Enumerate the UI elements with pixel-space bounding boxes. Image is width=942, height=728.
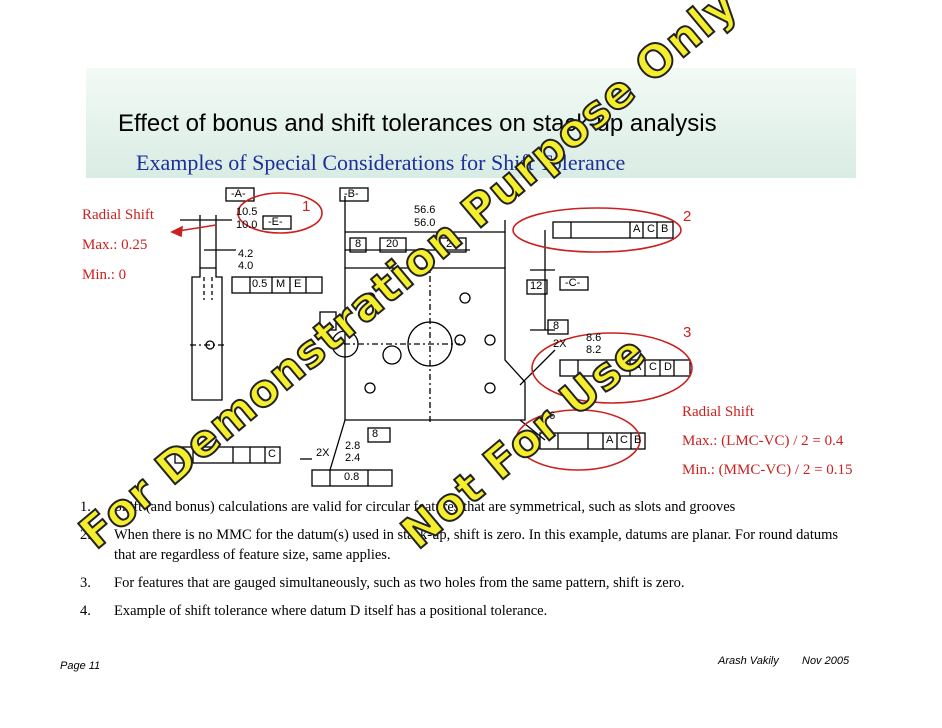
fcf3-datum-a: A — [634, 361, 642, 373]
datum-e-label: -E- — [268, 216, 283, 228]
fcf3-datum-d: D — [664, 361, 672, 373]
notes-list: 1. Shift (and bonus) calculations are va… — [80, 497, 840, 629]
dim-4-0: 4.0 — [238, 260, 254, 272]
datum-b-label: -B- — [344, 188, 359, 200]
note-number: 3. — [80, 575, 91, 591]
fcf-datum-e: E — [294, 278, 302, 290]
dim-10-5: 10.5 — [236, 206, 258, 218]
dim-8-right: 8 — [553, 320, 560, 332]
slide-title: Effect of bonus and shift tolerances on … — [118, 110, 717, 137]
dim-8-2: 8.2 — [586, 344, 602, 356]
note-number: 4. — [80, 603, 91, 619]
dim-20-b: 20 — [446, 238, 459, 250]
dim-2-8: 2.8 — [345, 440, 361, 452]
fcf2-datum-a: A — [633, 223, 641, 235]
dim-2-4: 2.4 — [345, 452, 361, 464]
footer-date: Nov 2005 — [802, 655, 850, 667]
fcf2-datum-c: C — [647, 223, 655, 235]
slide-subtitle: Examples of Special Considerations for S… — [136, 150, 626, 175]
fcf5-datum-c: C — [268, 448, 276, 460]
fcf4-datum-a: A — [606, 434, 614, 446]
datum-a-label: -A- — [231, 188, 246, 200]
footer-author: Arash Vakily — [718, 655, 779, 667]
fcf-modifier-m: M — [276, 278, 286, 290]
page-number: Page 11 — [60, 660, 101, 672]
right-callout-heading: Radial Shift — [682, 404, 755, 420]
dim-8-6: 8.6 — [586, 332, 602, 344]
dim-4-2: 4.2 — [238, 248, 254, 260]
dim-56-6: 56.6 — [414, 204, 436, 216]
marker-3: 3 — [683, 324, 692, 341]
note-text: Example of shift tolerance where datum D… — [114, 603, 548, 619]
note-text: For features that are gauged simultaneou… — [114, 575, 685, 591]
note-text: Shift (and bonus) calculations are valid… — [114, 499, 736, 515]
note-item: 2. When there is no MMC for the datum(s)… — [80, 525, 840, 565]
note-number: 1. — [80, 499, 91, 515]
dim-12: 12 — [530, 280, 543, 292]
marker-2: 2 — [683, 208, 692, 225]
fcf-tolerance-05: 0.5 — [252, 278, 268, 290]
left-callout-heading: Radial Shift — [82, 207, 155, 223]
dim-10-0: 10.0 — [236, 219, 258, 231]
note-text: When there is no MMC for the datum(s) us… — [114, 527, 839, 563]
left-callout-min: Min.: 0 — [82, 267, 127, 283]
note-number: 2. — [80, 527, 91, 543]
fcf6-tolerance-08: 0.8 — [344, 471, 360, 483]
note-item: 4. Example of shift tolerance where datu… — [80, 601, 840, 621]
datum-c-label: -C- — [565, 277, 581, 289]
title-banner — [86, 68, 856, 178]
marker-1: 1 — [302, 198, 311, 215]
dim-2x-right: 2X — [553, 338, 567, 350]
fcf2-datum-b: B — [661, 223, 669, 235]
right-callout-min: Min.: (MMC-VC) / 2 = 0.15 — [682, 462, 853, 478]
note-item: 1. Shift (and bonus) calculations are va… — [80, 497, 840, 517]
dim-8-bottom: 8 — [372, 428, 379, 440]
dim-2x-bottom: 2X — [316, 447, 330, 459]
dim-16: 16 — [543, 410, 556, 422]
note-item: 3. For features that are gauged simultan… — [80, 573, 840, 593]
dim-8-top: 8 — [355, 238, 362, 250]
fcf4-datum-b: B — [634, 434, 642, 446]
right-callout-max: Max.: (LMC-VC) / 2 = 0.4 — [682, 433, 844, 449]
fcf4-datum-c: C — [620, 434, 628, 446]
left-callout-max: Max.: 0.25 — [82, 237, 148, 253]
dim-20-a: 20 — [386, 238, 399, 250]
dim-56-0: 56.0 — [414, 217, 436, 229]
fcf3-datum-c: C — [649, 361, 657, 373]
